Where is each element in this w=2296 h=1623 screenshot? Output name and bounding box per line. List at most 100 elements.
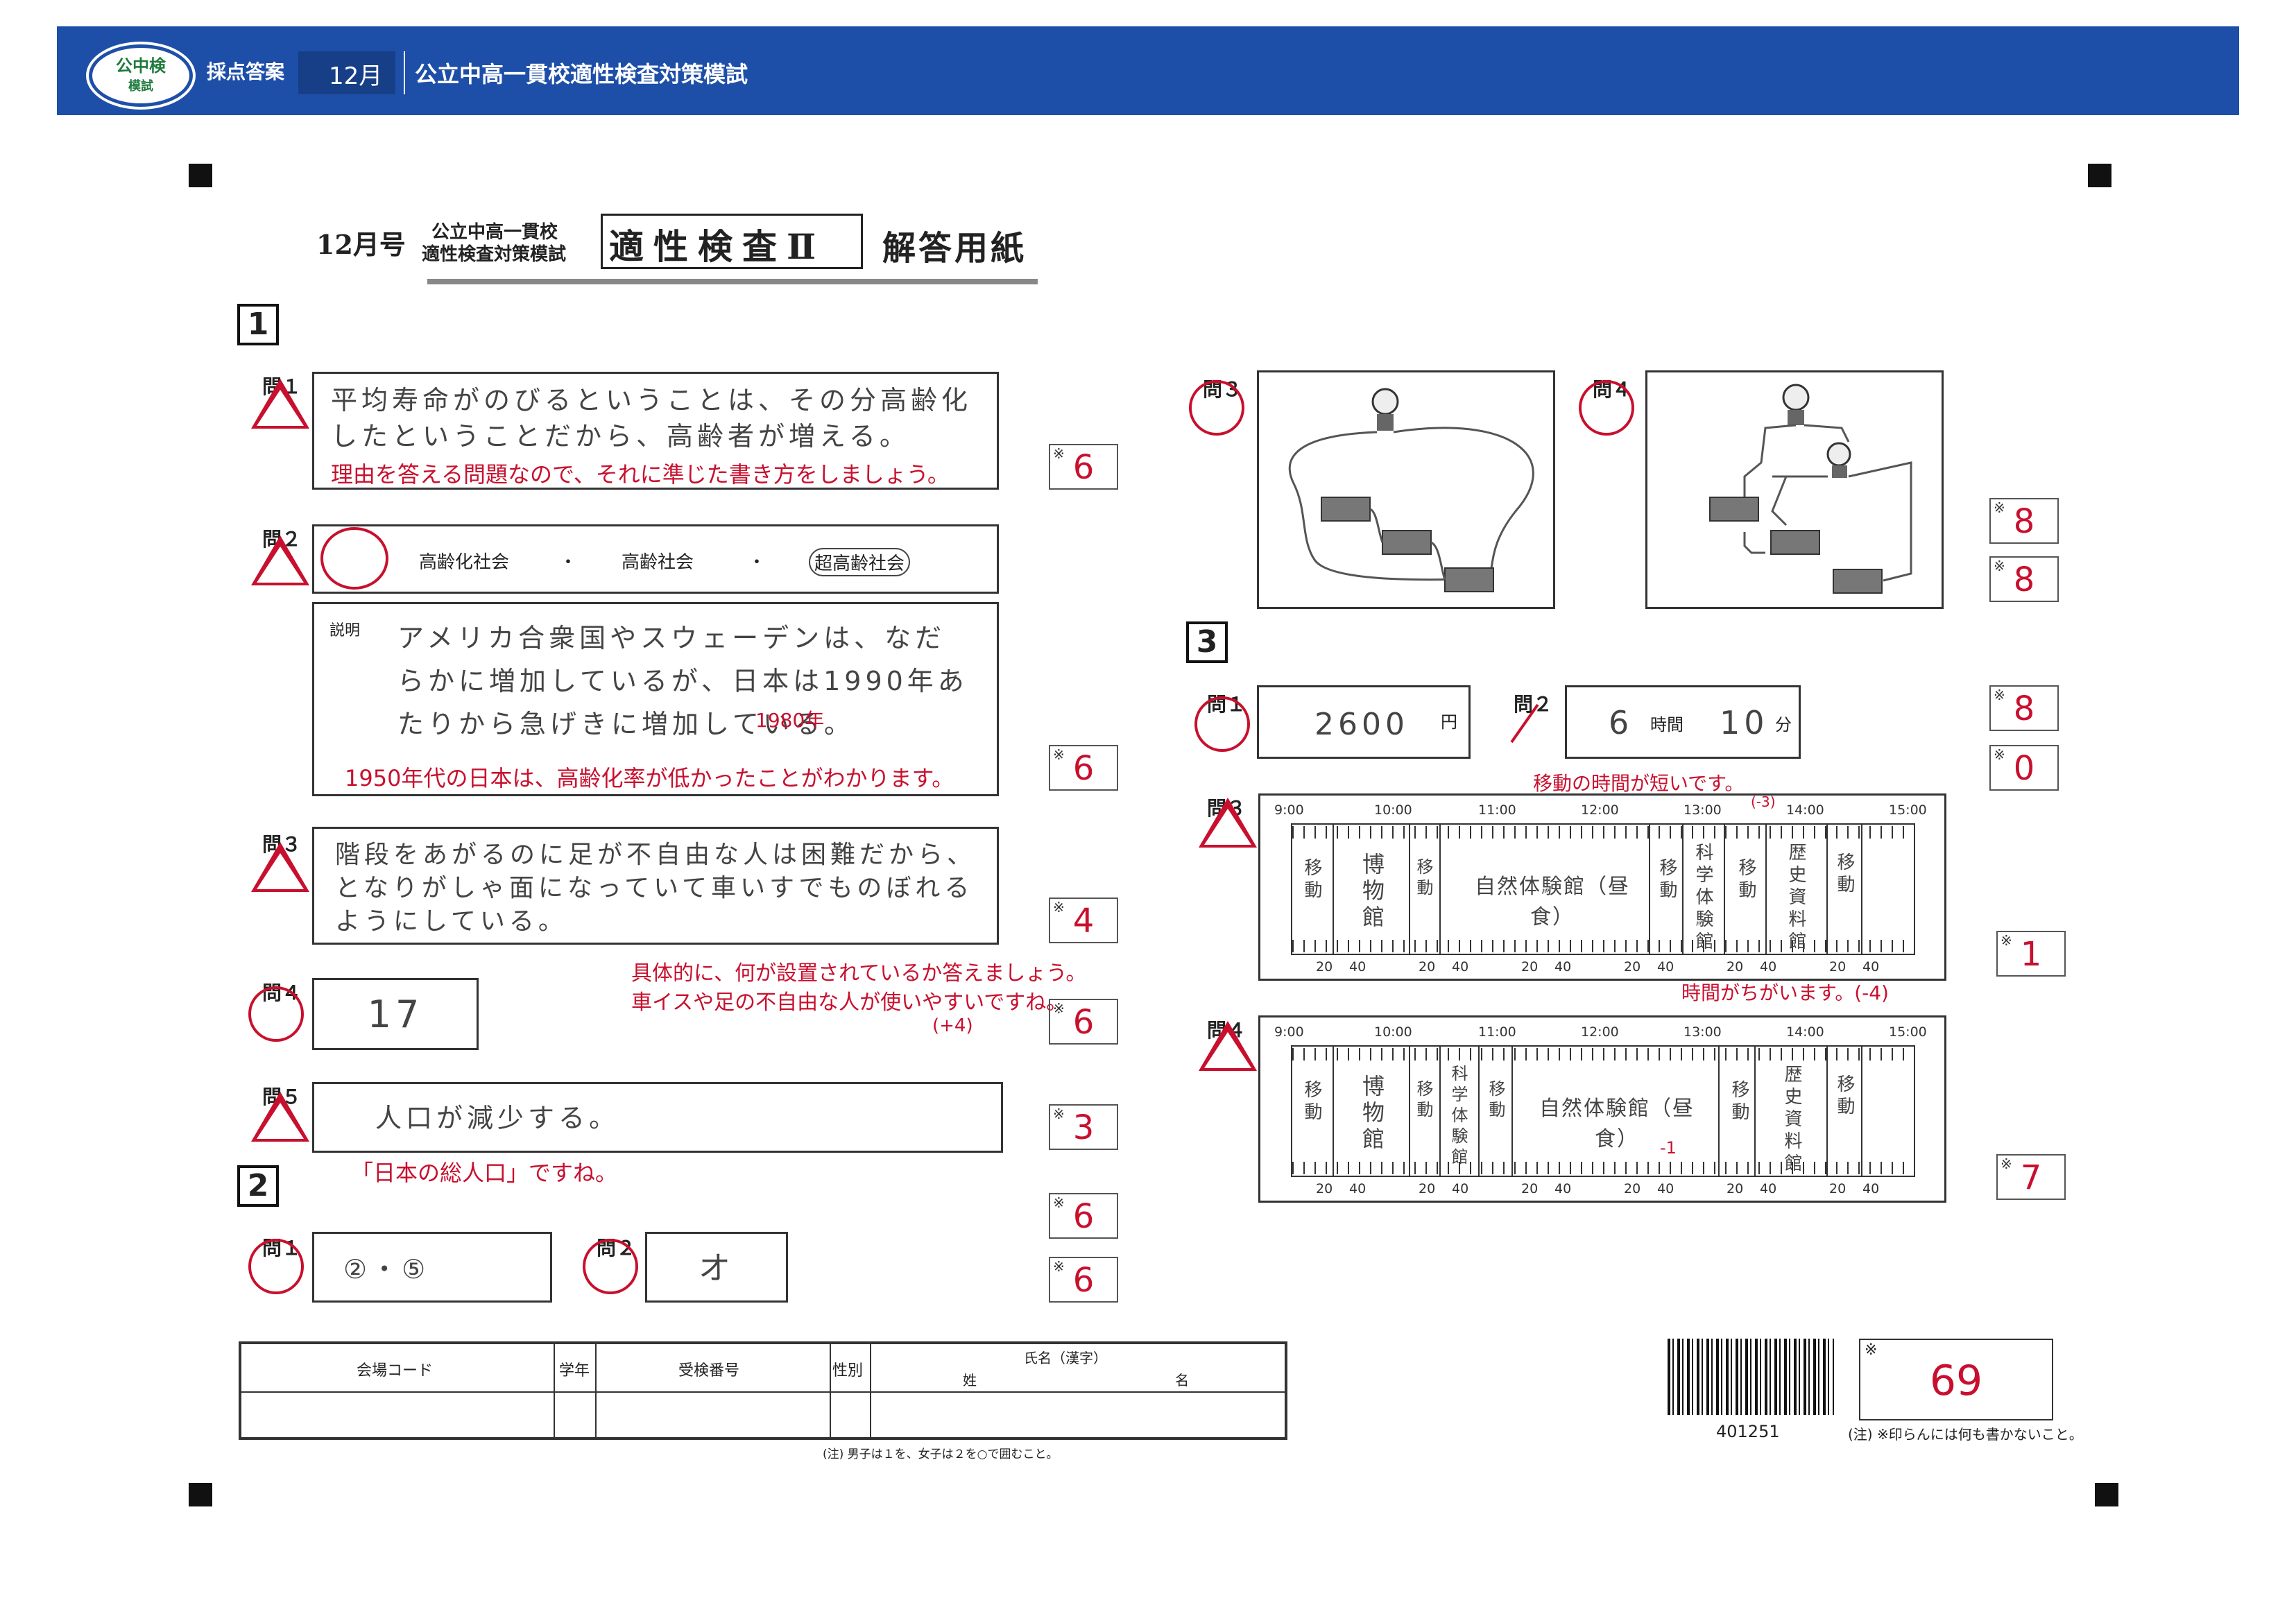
s1-q2-explain-box[interactable]: 説明 アメリカ合衆国やスウェーデンは、なだらかに増加しているが、日本は1990年… <box>312 602 999 796</box>
s3-q3-cell: 科学体験館 <box>1693 843 1713 954</box>
s3-q3-cell: 移動 <box>1414 858 1433 900</box>
logo-line1: 公中検 <box>116 56 166 76</box>
barcode <box>1668 1339 1834 1415</box>
s3-q1-unit: 円 <box>1441 712 1457 732</box>
header-title: 公立中高一貫校適性検査対策模試 <box>415 61 748 87</box>
s1-q1-score: ※6 <box>1049 444 1118 490</box>
s1-q2-option-1: 高齢化社会 <box>419 552 510 573</box>
cell-divider <box>1333 825 1334 954</box>
s1-q2-answer: アメリカ合衆国やスウェーデンは、なだらかに増加しているが、日本は1990年あたり… <box>397 623 968 739</box>
s3-q3-comment-top-pts: (-3) <box>1751 793 1776 810</box>
s3-q4-time: 9:00 <box>1274 1024 1304 1040</box>
s3-q4-subtick: 20 <box>1316 1181 1333 1196</box>
circuit-q3-drawing <box>1288 388 1534 592</box>
barcode-number: 401251 <box>1716 1422 1780 1441</box>
s1-q3-answer-box[interactable]: 階段をあがるのに足が不自由な人は困難だから、となりがしゃ面になっていて車いすでも… <box>312 827 999 945</box>
cell-divider <box>1511 1047 1513 1176</box>
s3-q3-subtick: 20 <box>1316 959 1333 974</box>
s1-q5-answer-box[interactable]: 人口が減少する。 <box>312 1082 1003 1153</box>
s2-q1-answer-box[interactable]: ②・⑤ <box>312 1232 552 1303</box>
s1-q3-score: ※4 <box>1049 898 1118 943</box>
s3-q2-hours-unit: 時間 <box>1650 715 1684 735</box>
s3-q4-time: 13:00 <box>1684 1024 1722 1040</box>
s3-q4-subtick: 20 <box>1521 1181 1539 1196</box>
s2-q2-score: ※6 <box>1049 1257 1118 1303</box>
circle-mark <box>1579 380 1634 436</box>
cell-divider <box>1826 825 1828 954</box>
header-tag: 採点答案 <box>207 60 285 83</box>
info-col-line <box>554 1344 555 1437</box>
s3-q4-subtick: 20 <box>1829 1181 1847 1196</box>
info-col-line <box>870 1344 871 1437</box>
s3-q3-time: 11:00 <box>1478 802 1516 818</box>
total-score-box: ※ 69 <box>1859 1339 2053 1420</box>
s3-q3-time: 14:00 <box>1786 802 1824 818</box>
s3-q3-subtick: 20 <box>1521 959 1539 974</box>
tick-dots <box>1292 1048 1914 1060</box>
circle-mark <box>248 1239 304 1294</box>
s3-q4-time: 14:00 <box>1786 1024 1824 1040</box>
s1-q2-sep-2: ・ <box>748 552 766 573</box>
cell-divider <box>1826 1047 1828 1176</box>
sex-note: (注) 男子は１を、女子は２を○で囲むこと。 <box>823 1448 1059 1461</box>
s3-q4-time: 15:00 <box>1889 1024 1927 1040</box>
s3-q4-subtick: 40 <box>1862 1181 1880 1196</box>
exam-title: 適性検査Ⅱ <box>609 226 826 267</box>
s3-q4-score: ※7 <box>1996 1154 2066 1200</box>
section-2-number: 2 <box>237 1165 279 1207</box>
tick-dots <box>1292 826 1914 839</box>
s3-q3-subtick: 40 <box>1554 959 1572 974</box>
s3-q4-cell: 自然体験館（昼食） <box>1539 1097 1695 1151</box>
s3-q4-subtick: 20 <box>1624 1181 1641 1196</box>
reg-mark-tl <box>189 164 212 187</box>
venue-code-label: 会場コード <box>357 1362 434 1380</box>
s3-q2-answer-box[interactable]: 6 時間 10 分 <box>1565 685 1801 759</box>
s3-q3-time: 9:00 <box>1274 802 1304 818</box>
s3-q3-subtick: 20 <box>1624 959 1641 974</box>
s2-q2-answer-box[interactable]: オ <box>645 1232 788 1303</box>
s2-q1-score: ※6 <box>1049 1193 1118 1239</box>
tick-dots <box>1292 940 1914 952</box>
s3-q1-score: ※8 <box>1989 685 2059 731</box>
s1-q2-comment: 1950年代の日本は、高齢化率が低かったことがわかります。 <box>345 765 954 791</box>
s3-q2-score: ※0 <box>1989 745 2059 791</box>
s3-q4-cell: 科学体験館 <box>1448 1065 1468 1169</box>
circle-mark <box>248 986 304 1042</box>
s2-q1-answer: ②・⑤ <box>343 1254 430 1285</box>
s1-q1-answer-box[interactable]: 平均寿命がのびるということは、その分高齢化したということだから、高齢者が増える。… <box>312 372 999 490</box>
triangle-mark-inner <box>257 390 304 426</box>
s3-q4-subtick: 20 <box>1727 1181 1744 1196</box>
triangle-mark-inner <box>257 547 304 583</box>
s3-q3-time: 12:00 <box>1581 802 1619 818</box>
title-underline <box>427 279 1038 284</box>
section-3-number: 3 <box>1186 621 1228 663</box>
reg-mark-tr <box>2088 164 2111 187</box>
cell-divider <box>1409 1047 1410 1176</box>
s3-q3-time: 15:00 <box>1889 802 1927 818</box>
s3-q4-time: 12:00 <box>1581 1024 1619 1040</box>
s1-q4-answer-box[interactable]: 17 <box>312 978 479 1050</box>
s3-q4-subtick: 40 <box>1554 1181 1572 1196</box>
s3-q4-cell: 移動 <box>1729 1080 1749 1124</box>
s3-q4-subtick: 40 <box>1657 1181 1674 1196</box>
s1-q2-explain-label: 説明 <box>329 622 361 639</box>
s1-q2-sep-1: ・ <box>559 552 578 573</box>
s1-q2-choice-box[interactable] <box>312 524 999 594</box>
s3-q4-subtick: 40 <box>1760 1181 1777 1196</box>
cell-divider <box>1718 1047 1720 1176</box>
s3-q3-cell: 移動 <box>1736 858 1756 902</box>
mark-note: (注) ※印らんには何も書かないこと。 <box>1848 1426 2083 1443</box>
s1-q1-answer: 平均寿命がのびるということは、その分高齢化したということだから、高齢者が増える。 <box>331 385 973 452</box>
s3-q4-strip: 移動 博物館 移動 科学体験館 移動 自然体験館（昼食） 移動 歴史資料館 移動… <box>1291 1045 1915 1177</box>
s3-q3-score: ※1 <box>1996 931 2066 977</box>
triangle-mark-inner <box>257 853 304 889</box>
s3-q1-answer-box[interactable]: 2600 円 <box>1257 685 1471 759</box>
s3-q2-minutes-unit: 分 <box>1775 715 1792 735</box>
circuit-q4-score: ※8 <box>1989 556 2059 602</box>
s1-q2-option-2: 高齢社会 <box>622 552 694 573</box>
s3-q4-time: 11:00 <box>1478 1024 1516 1040</box>
header-month-box <box>298 51 395 94</box>
s3-q4-cell: 移動 <box>1834 1074 1855 1119</box>
reg-mark-bl <box>189 1483 212 1506</box>
s3-q4-subtick: 40 <box>1349 1181 1367 1196</box>
